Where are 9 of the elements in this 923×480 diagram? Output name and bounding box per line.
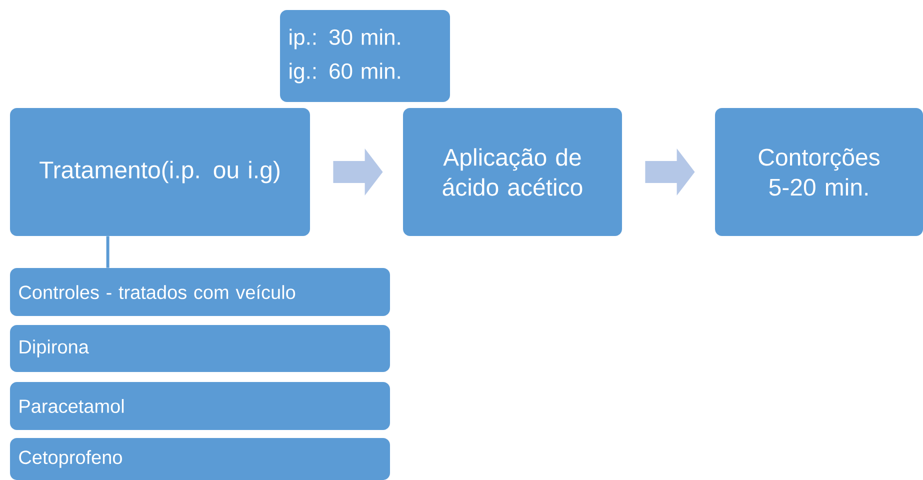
list-box: Dipirona bbox=[10, 325, 390, 372]
list-box: Paracetamol bbox=[10, 382, 390, 430]
process-box: Aplicação de ácido acético bbox=[403, 108, 622, 236]
process-box: Tratamento(i.p. ou i.g) bbox=[10, 108, 310, 236]
list-box: Controles - tratados com veículo bbox=[10, 268, 390, 316]
process-box: Contorções 5-20 min. bbox=[715, 108, 923, 236]
connector-line bbox=[106, 236, 110, 268]
list-box: Cetoprofeno bbox=[10, 438, 390, 480]
time-box: ip.: 30 min. ig.: 60 min. bbox=[280, 10, 450, 102]
